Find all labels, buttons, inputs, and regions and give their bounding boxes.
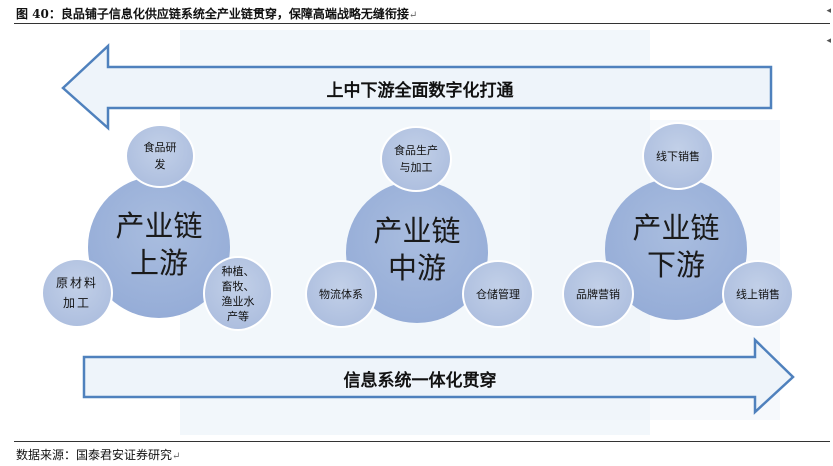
node-label: 品牌营销 [576,287,620,301]
midstream-title-line2: 中游 [387,251,446,285]
top-rule [14,23,830,24]
midstream-node-warehouse: 仓储管理 [462,260,534,328]
node-label: 线上销售 [736,287,780,301]
paragraph-mark: ↵ [172,451,181,462]
node-label: 线下销售 [656,149,700,163]
margin-marker-icon: ◂ [826,6,831,16]
midstream-title-line1: 产业链 [373,214,461,248]
node-label: 原材料 加工 [55,276,98,310]
upstream-node-materials: 原材料 加工 [41,258,113,328]
paragraph-mark: ↵ [408,10,418,21]
bottom-arrow-shape [82,337,795,415]
midstream-title: 产业链 中游 [346,213,488,287]
figure-caption: 图 40：良品铺子信息化供应链系统全产业链贯穿，保障高端战略无缝衔接↵ [16,5,417,22]
node-label: 食品研 发 [143,141,177,171]
node-label: 物流体系 [319,287,363,301]
midstream-node-production: 食品生产 与加工 [380,126,452,192]
source-note: 数据来源：国泰君安证券研究↵ [16,446,180,463]
downstream-title: 产业链 下游 [605,210,747,284]
bottom-rule [14,441,830,442]
top-arrow-label: 上中下游全面数字化打通 [326,81,514,101]
downstream-node-offline: 线下销售 [642,122,714,190]
upstream-title-line2: 上游 [129,246,188,280]
upstream-node-farming: 种植、 畜牧、 渔业水 产等 [203,256,273,331]
upstream-title-line1: 产业链 [115,209,203,243]
caption-text: 图 40：良品铺子信息化供应链系统全产业链贯穿，保障高端战略无缝衔接 [16,7,409,21]
node-label: 仓储管理 [476,287,520,301]
upstream-title: 产业链 上游 [88,208,230,282]
downstream-node-online: 线上销售 [722,260,794,328]
downstream-title-line1: 产业链 [632,211,720,245]
downstream-node-brand: 品牌营销 [562,260,634,328]
node-label: 种植、 畜牧、 渔业水 产等 [221,264,255,323]
midstream-node-logistics: 物流体系 [305,260,377,328]
bottom-arrow-label: 信息系统一体化贯穿 [343,371,497,391]
downstream-title-line2: 下游 [646,248,705,282]
margin-marker-icon: ◂ [826,36,831,46]
node-label: 食品生产 与加工 [394,144,438,174]
upstream-node-rd: 食品研 发 [125,124,195,188]
source-text: 数据来源：国泰君安证券研究 [16,448,173,462]
top-arrow-shape [61,43,773,131]
